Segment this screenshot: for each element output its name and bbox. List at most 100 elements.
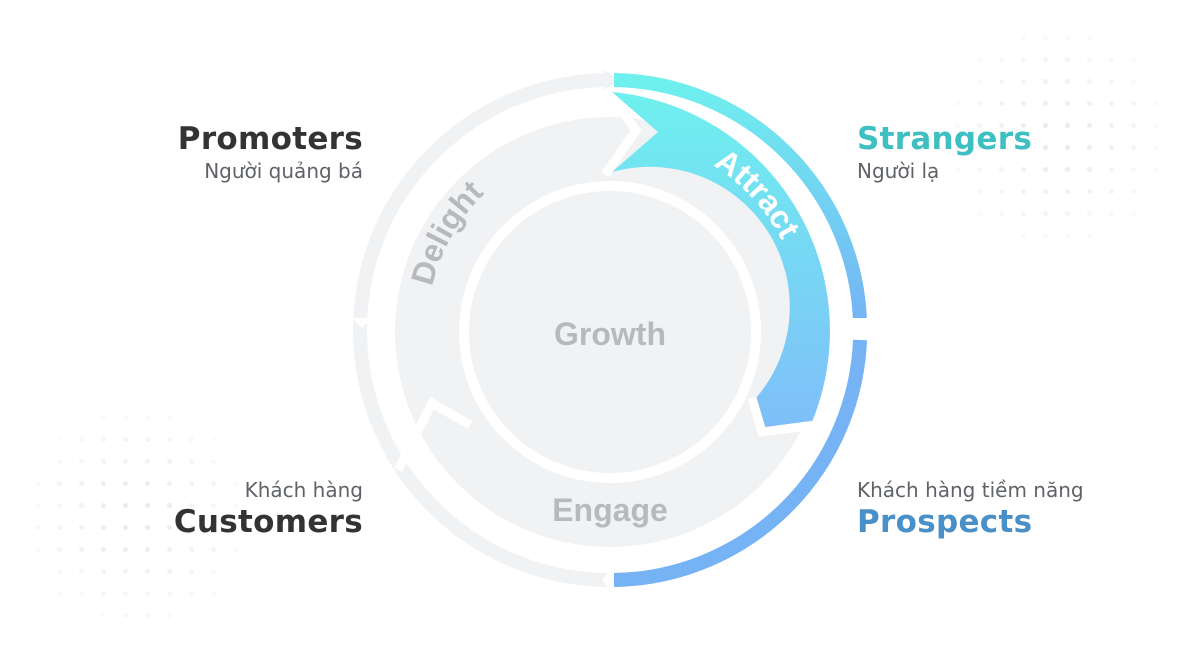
decorative-dot bbox=[1109, 57, 1114, 62]
decorative-dot bbox=[145, 591, 150, 596]
decorative-dot bbox=[233, 547, 238, 552]
decorative-dot bbox=[1131, 189, 1136, 194]
decorative-dot bbox=[999, 123, 1004, 128]
decorative-dot bbox=[1021, 123, 1026, 128]
decorative-dot bbox=[101, 613, 106, 618]
decorative-dot bbox=[79, 481, 84, 486]
decorative-dot bbox=[999, 167, 1004, 172]
decorative-dot bbox=[167, 437, 172, 442]
decorative-dot bbox=[123, 481, 128, 486]
decorative-dot bbox=[1153, 123, 1158, 128]
decorative-dot bbox=[1043, 79, 1048, 84]
decorative-dot bbox=[167, 525, 172, 530]
decorative-dot bbox=[1087, 79, 1092, 84]
decorative-dot bbox=[211, 459, 216, 464]
decorative-dot bbox=[167, 569, 172, 574]
promoters-subtitle: Người quảng bá bbox=[204, 159, 363, 183]
decorative-dot bbox=[977, 189, 982, 194]
decorative-dot bbox=[999, 189, 1004, 194]
outer-ring-arrowhead-top bbox=[604, 70, 620, 90]
decorative-dot bbox=[1087, 35, 1092, 40]
center-circle bbox=[470, 192, 750, 472]
decorative-dot bbox=[145, 437, 150, 442]
decorative-dot bbox=[101, 459, 106, 464]
decorative-dot bbox=[1153, 167, 1158, 172]
prospects-label-block: Khách hàng tiềm năng Prospects bbox=[857, 477, 1084, 541]
decorative-dot bbox=[1087, 101, 1092, 106]
decorative-dot bbox=[1109, 189, 1114, 194]
decorative-dot bbox=[1109, 101, 1114, 106]
decorative-dot bbox=[167, 547, 172, 552]
decorative-dot bbox=[1087, 189, 1092, 194]
decorative-dot bbox=[101, 415, 106, 420]
decorative-dot bbox=[189, 547, 194, 552]
decorative-dot bbox=[1043, 145, 1048, 150]
decorative-dot bbox=[189, 481, 194, 486]
decorative-dot bbox=[1021, 211, 1026, 216]
decorative-dot bbox=[1021, 101, 1026, 106]
decorative-dot bbox=[977, 57, 982, 62]
strangers-title: Strangers bbox=[857, 121, 1033, 157]
decorative-dot bbox=[123, 591, 128, 596]
decorative-dot bbox=[211, 503, 216, 508]
decorative-dot bbox=[145, 415, 150, 420]
decorative-dot bbox=[35, 547, 40, 552]
decorative-dot bbox=[123, 569, 128, 574]
decorative-dot bbox=[57, 569, 62, 574]
decorative-dot bbox=[145, 525, 150, 530]
decorative-dot bbox=[123, 547, 128, 552]
outer-ring-arrowhead-bottom bbox=[602, 568, 612, 592]
decorative-dot bbox=[57, 437, 62, 442]
decorative-dot bbox=[999, 79, 1004, 84]
decorative-dot bbox=[1087, 211, 1092, 216]
decorative-dot bbox=[1043, 211, 1048, 216]
outer-ring-colored bbox=[602, 73, 870, 592]
decorative-dot bbox=[101, 547, 106, 552]
decorative-dot bbox=[1043, 101, 1048, 106]
decorative-dot-pattern bbox=[35, 415, 250, 630]
decorative-dot bbox=[35, 481, 40, 486]
segment-separator-top bbox=[601, 87, 642, 178]
promoters-label-block: Promoters Người quảng bá bbox=[178, 120, 363, 184]
decorative-dot bbox=[79, 569, 84, 574]
decorative-dot bbox=[999, 145, 1004, 150]
decorative-dot bbox=[1065, 101, 1070, 106]
segment-separator-bottom-right bbox=[747, 396, 816, 437]
decorative-dot bbox=[1065, 145, 1070, 150]
prospects-title: Prospects bbox=[857, 504, 1033, 540]
decorative-dot bbox=[57, 525, 62, 530]
decorative-dot bbox=[1021, 167, 1026, 172]
decorative-dot bbox=[1153, 145, 1158, 150]
strangers-subtitle: Người lạ bbox=[857, 159, 940, 183]
outer-ring-stranger-arc bbox=[613, 73, 867, 323]
decorative-dot bbox=[189, 437, 194, 442]
decorative-dot bbox=[145, 503, 150, 508]
decorative-dot bbox=[977, 211, 982, 216]
decorative-dot-pattern bbox=[955, 35, 1170, 250]
decorative-dot bbox=[79, 459, 84, 464]
decorative-dot bbox=[1131, 79, 1136, 84]
promoters-title: Promoters bbox=[177, 121, 363, 157]
decorative-dot bbox=[211, 481, 216, 486]
decorative-dot bbox=[123, 415, 128, 420]
decorative-dot bbox=[1043, 123, 1048, 128]
decorative-dot bbox=[955, 145, 960, 150]
decorative-dot bbox=[123, 525, 128, 530]
decorative-dot bbox=[1065, 57, 1070, 62]
decorative-dot bbox=[1065, 167, 1070, 172]
decorative-dot bbox=[233, 503, 238, 508]
decorative-dot bbox=[1021, 57, 1026, 62]
outer-ring-arrowhead-right bbox=[850, 318, 870, 330]
decorative-dot bbox=[1087, 167, 1092, 172]
decorative-dot bbox=[955, 123, 960, 128]
decorative-dot bbox=[1065, 189, 1070, 194]
decorative-dot bbox=[35, 525, 40, 530]
decorative-dot bbox=[79, 503, 84, 508]
decorative-dot bbox=[999, 211, 1004, 216]
decorative-dot bbox=[123, 613, 128, 618]
decorative-dot bbox=[1043, 167, 1048, 172]
strangers-label-block: Strangers Người lạ bbox=[857, 120, 1032, 184]
decorative-dot bbox=[977, 79, 982, 84]
decorative-dot bbox=[1065, 79, 1070, 84]
